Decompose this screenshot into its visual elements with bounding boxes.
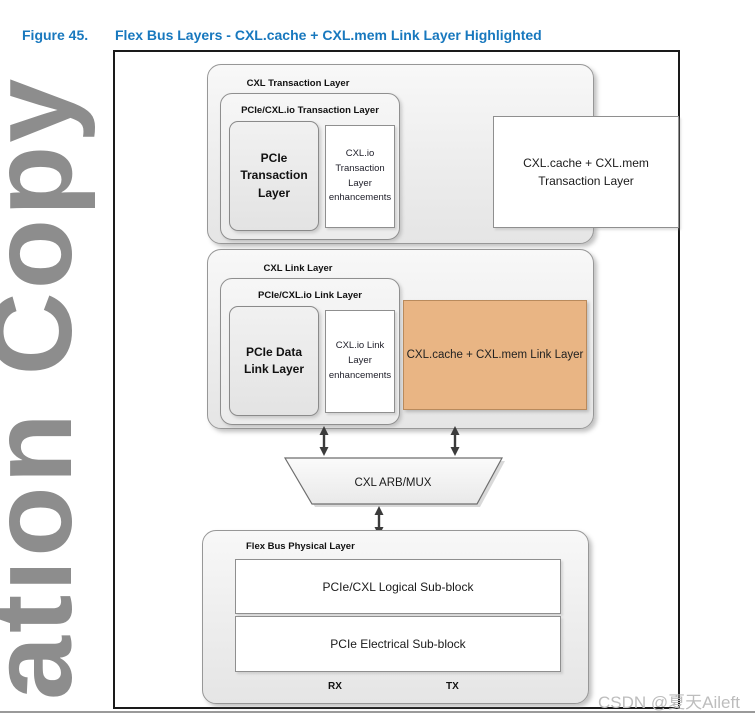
cxlio-transaction-enhancements-box: CXL.io Transaction Layer enhancements xyxy=(325,125,395,228)
arbmux-trapezoid xyxy=(283,457,504,505)
cachemem-transaction-layer-box: CXL.cache + CXL.mem Transaction Layer xyxy=(493,116,679,228)
pcie-cxlio-transaction-layer-box: PCIe/CXL.io Transaction Layer PCIe Trans… xyxy=(220,93,400,240)
arbmux-label: CXL ARB/MUX xyxy=(355,477,432,489)
figure-number: Figure 45. xyxy=(22,27,89,43)
csdn-watermark: CSDN @夏天Aileft xyxy=(598,693,740,712)
tx-label: TX xyxy=(446,681,459,692)
flex-bus-physical-layer-title: Flex Bus Physical Layer xyxy=(246,541,355,552)
pcie-cxlio-link-layer-box: PCIe/CXL.io Link Layer PCIe Data Link La… xyxy=(220,278,400,425)
pcie-data-link-layer-box: PCIe Data Link Layer xyxy=(229,306,319,416)
arbmux-connector-graphics: CXL ARB/MUX xyxy=(283,426,505,536)
page-bottom-rule xyxy=(0,711,755,713)
cxl-transaction-layer-box: CXL Transaction Layer PCIe/CXL.io Transa… xyxy=(207,64,679,244)
cxl-link-layer-title: CXL Link Layer xyxy=(263,263,333,274)
cxl-transaction-layer-title: CXL Transaction Layer xyxy=(246,78,350,89)
link-arbmux-arrow-right xyxy=(450,426,460,456)
flex-bus-physical-layer-box: Flex Bus Physical Layer PCIe/CXL Logical… xyxy=(202,530,589,704)
figure-title: Flex Bus Layers - CXL.cache + CXL.mem Li… xyxy=(115,27,542,43)
pcie-cxlio-link-layer-title: PCIe/CXL.io Link Layer xyxy=(258,290,362,301)
evaluation-copy-watermark: ation Copy xyxy=(0,75,96,700)
cxlio-link-enhancements-box: CXL.io Link Layer enhancements xyxy=(325,310,395,413)
pcie-cxl-logical-subblock-box: PCIe/CXL Logical Sub-block xyxy=(235,559,561,614)
link-arbmux-arrow-left xyxy=(319,426,329,456)
pcie-cxlio-transaction-layer-title: PCIe/CXL.io Transaction Layer xyxy=(241,105,379,116)
pcie-electrical-subblock-box: PCIe Electrical Sub-block xyxy=(235,616,561,672)
pcie-transaction-layer-box: PCIe Transaction Layer xyxy=(229,121,319,231)
figure-frame: CXL Transaction Layer PCIe/CXL.io Transa… xyxy=(113,50,680,709)
rx-label: RX xyxy=(328,681,342,692)
cachemem-link-layer-highlighted-box: CXL.cache + CXL.mem Link Layer xyxy=(403,300,587,410)
